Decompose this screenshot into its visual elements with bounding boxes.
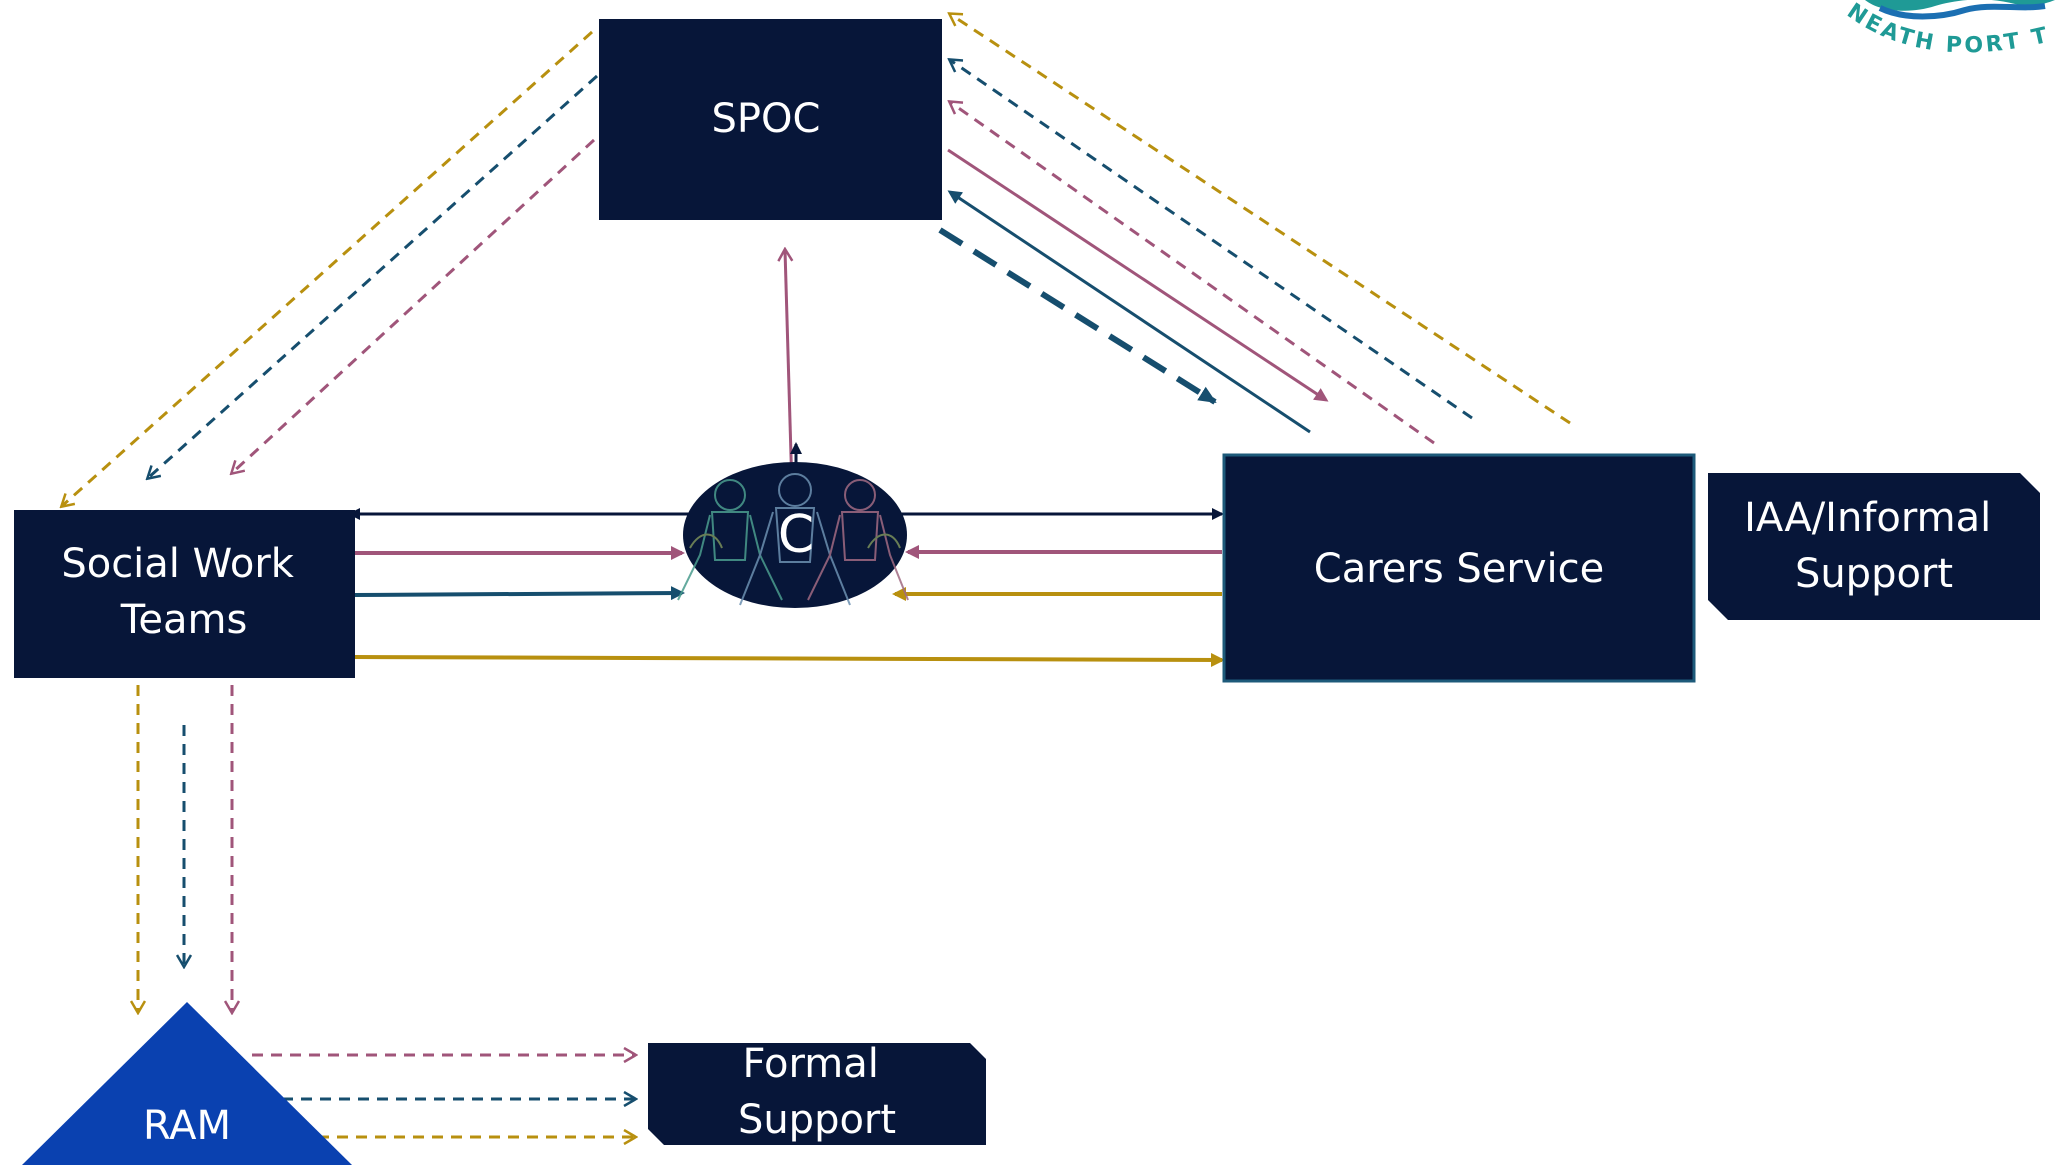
formal-support-box: Formal Support bbox=[648, 1041, 986, 1145]
people-outline-icon bbox=[677, 473, 909, 606]
carers-to-spoc-dashed bbox=[950, 14, 1571, 445]
council-logo: NEATH PORT TALBOT CO bbox=[0, 0, 2055, 59]
social-work-label: Social Work Teams bbox=[61, 541, 306, 643]
centre-to-spoc-rose-arrow bbox=[785, 250, 794, 491]
gold-dashed-arrow bbox=[950, 14, 1571, 425]
iaa-label-line-2: Support bbox=[1795, 551, 1953, 597]
ram-to-formal-dashed bbox=[252, 1055, 635, 1137]
formal-label: Formal Support bbox=[738, 1041, 896, 1143]
iaa-label-line-1: IAA/Informal bbox=[1744, 495, 1991, 541]
logo-text: NEATH PORT TALBOT CO bbox=[0, 0, 2051, 59]
spoc-label: SPOC bbox=[712, 96, 821, 142]
spoc-to-social-work-dashed bbox=[62, 30, 599, 506]
social-work-label-line-2: Teams bbox=[120, 597, 248, 643]
formal-label-line-2: Support bbox=[738, 1097, 896, 1143]
ram-triangle: RAM bbox=[22, 1002, 352, 1165]
spoc-to-carers-heavy-dashed-arrow bbox=[938, 227, 1217, 405]
central-carer-hub: C bbox=[677, 442, 909, 608]
gold-dashed-arrow bbox=[62, 30, 593, 506]
social-work-to-centre-teal-arrow bbox=[354, 586, 685, 601]
formal-label-line-1: Formal bbox=[742, 1041, 878, 1087]
social-work-to-carers-gold-arrow bbox=[354, 652, 1225, 667]
council-logo-icon bbox=[1865, 0, 2055, 11]
teal-dashed-arrow bbox=[148, 74, 599, 478]
rose-dashed-arrow bbox=[232, 138, 596, 473]
social-work-teams-box: Social Work Teams bbox=[14, 510, 355, 678]
iaa-informal-support-box: IAA/Informal Support bbox=[1708, 473, 2040, 620]
social-work-to-ram-dashed bbox=[138, 685, 232, 1012]
carers-service-label: Carers Service bbox=[1314, 546, 1604, 592]
spoc-to-carers-rose-arrow bbox=[947, 148, 1329, 402]
carers-to-spoc-teal-arrow bbox=[947, 190, 1311, 434]
ram-label: RAM bbox=[143, 1103, 231, 1149]
teal-dashed-arrow bbox=[950, 60, 1473, 420]
carers-service-box: Carers Service bbox=[1222, 453, 1696, 683]
rose-dashed-arrow bbox=[950, 102, 1435, 445]
spoc-box: SPOC bbox=[599, 19, 942, 220]
centre-label: C bbox=[778, 505, 814, 565]
iaa-label: IAA/Informal Support bbox=[1744, 495, 2004, 597]
social-work-label-line-1: Social Work bbox=[61, 541, 294, 587]
